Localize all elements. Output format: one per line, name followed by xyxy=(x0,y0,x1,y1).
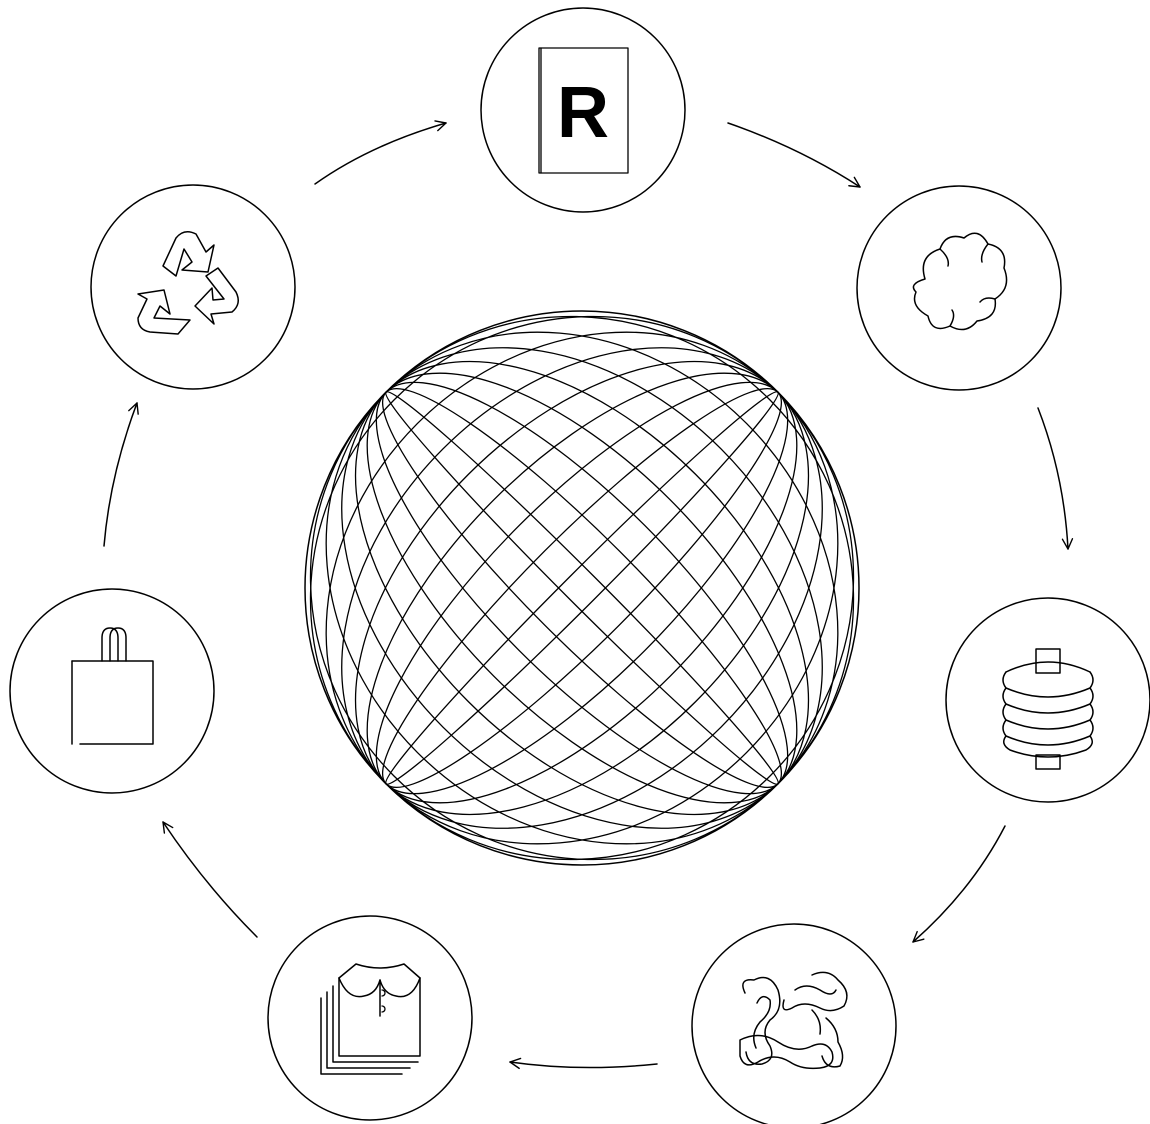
tote-bag-icon xyxy=(72,628,153,744)
globe-meridian xyxy=(349,355,815,821)
node-spinning xyxy=(946,598,1150,802)
node-recycle xyxy=(91,185,295,389)
arrow-bag-to-recycle xyxy=(104,403,137,546)
globe-meridian xyxy=(198,204,966,972)
globe-meridian xyxy=(323,329,840,846)
globe-meridian xyxy=(374,380,789,795)
arrow-recycle-to-brand xyxy=(315,123,446,184)
node-cotton xyxy=(857,186,1061,390)
globe-meridian xyxy=(222,228,943,949)
arrow-garments-to-bag xyxy=(163,822,257,937)
arrow-spinning-to-fibers xyxy=(913,826,1005,942)
globe-meridian xyxy=(247,253,917,923)
logo-letter: R xyxy=(557,73,609,153)
arrow-fibers-to-garments xyxy=(510,1062,657,1068)
node-garments xyxy=(268,916,472,1120)
globe-meridian xyxy=(272,278,891,897)
arrow-brand-to-cotton xyxy=(728,123,860,187)
globe-meridian xyxy=(323,329,840,846)
globe-icon xyxy=(198,204,966,972)
globe-meridian xyxy=(298,304,866,872)
globe-outline xyxy=(305,311,859,865)
letter-r-logo-icon: R xyxy=(539,48,628,173)
arrow-cotton-to-spinning xyxy=(1038,408,1068,549)
globe-meridian xyxy=(298,304,866,872)
recycle-icon xyxy=(138,232,238,334)
twisted-fibers-icon xyxy=(740,972,847,1068)
globe-meridian xyxy=(349,355,815,821)
node-bag xyxy=(10,589,214,793)
globe-meridian xyxy=(374,380,789,795)
globe-meridian xyxy=(247,253,917,923)
globe-meridian xyxy=(198,204,966,972)
yarn-spool-icon xyxy=(1003,649,1093,769)
folded-shirts-icon xyxy=(321,964,420,1074)
cotton-boll-icon xyxy=(913,233,1006,329)
globe-meridian xyxy=(272,278,891,897)
node-fibers xyxy=(692,924,896,1124)
